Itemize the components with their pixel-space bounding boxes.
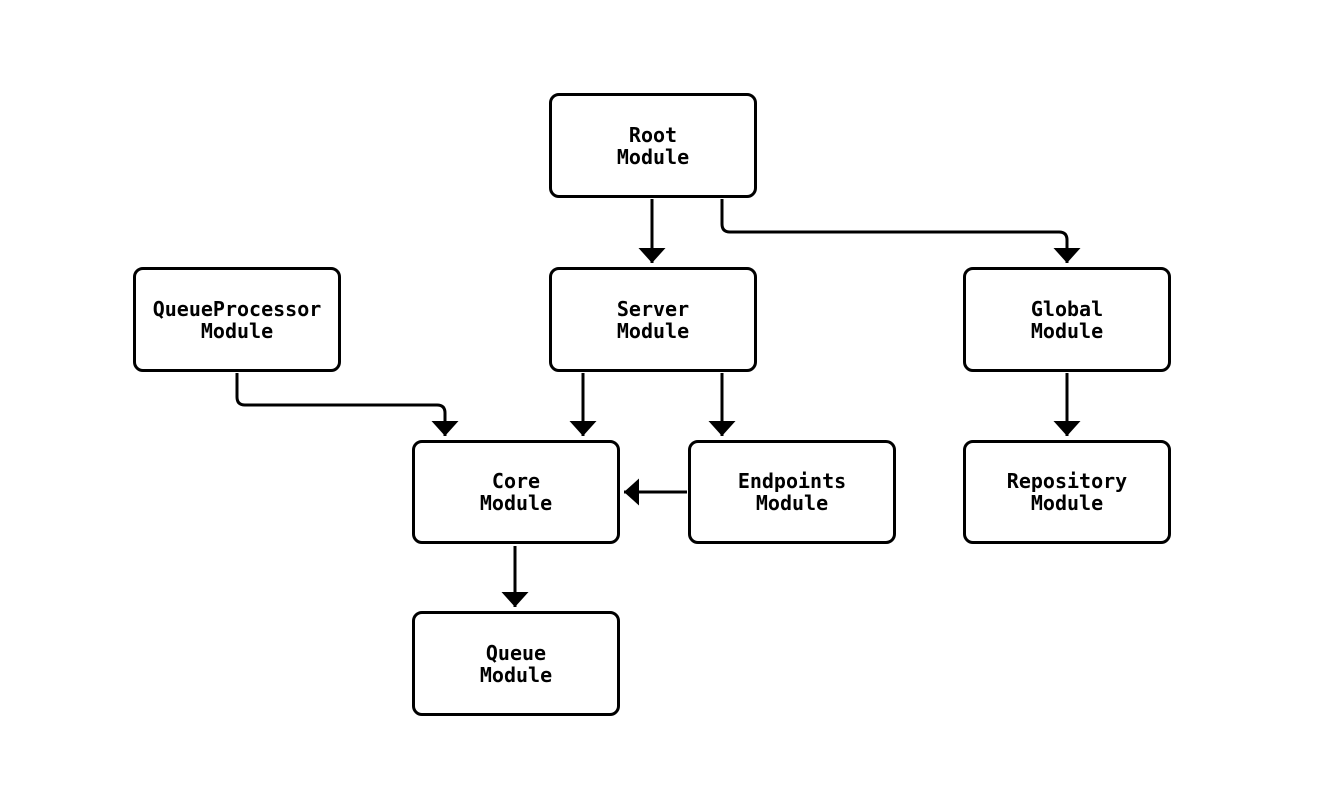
node-queueprocessor-module-label: QueueProcessor Module <box>152 296 322 343</box>
edge-root-to-global <box>720 199 1081 263</box>
node-global-module: Global Module <box>963 267 1171 372</box>
node-endpoints-module: Endpoints Module <box>688 440 896 544</box>
node-global-module-label: Global Module <box>1030 296 1104 343</box>
node-queue-module-label: Queue Module <box>479 640 553 687</box>
node-core-module-label: Core Module <box>479 469 553 515</box>
node-queue-module: Queue Module <box>412 611 620 716</box>
node-repository-module-label: Repository Module <box>1006 469 1128 515</box>
node-root-module: Root Module <box>549 93 757 198</box>
node-root-module-label: Root Module <box>616 122 690 169</box>
node-server-module: Server Module <box>549 267 757 372</box>
node-core-module: Core Module <box>412 440 620 544</box>
node-server-module-label: Server Module <box>616 296 690 343</box>
node-queueprocessor-module: QueueProcessor Module <box>133 267 341 372</box>
node-repository-module: Repository Module <box>963 440 1171 544</box>
node-endpoints-module-label: Endpoints Module <box>737 469 847 515</box>
edge-queueprocessor-to-core <box>235 373 459 436</box>
